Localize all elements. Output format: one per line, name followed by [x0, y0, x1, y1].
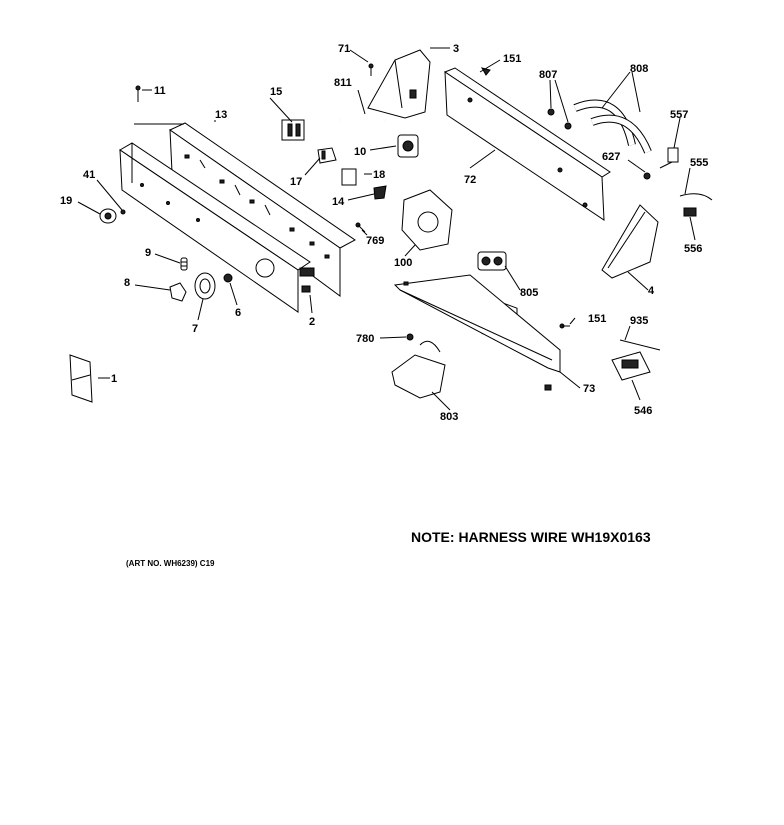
callout-811: 811: [334, 77, 352, 89]
callout-4: 4: [648, 285, 655, 297]
part-151-screw-upper: [480, 67, 491, 76]
part-17-bracket: [317, 147, 337, 164]
part-14-clip: [373, 185, 387, 200]
callout-8: 8: [124, 277, 130, 289]
part-3-bracket: [367, 49, 431, 119]
part-71-screw: [368, 63, 374, 76]
callout-808: 808: [630, 63, 648, 75]
part-7-dial: [194, 272, 216, 300]
part-546-harness: [611, 351, 651, 381]
callout-780: 780: [356, 333, 374, 345]
leader-lines: [77, 47, 696, 411]
part-151-screw-lower: [559, 323, 570, 329]
part-1-literature: [69, 354, 93, 403]
callout-17: 17: [290, 176, 302, 188]
callout-3: 3: [453, 43, 459, 55]
callout-555: 555: [690, 157, 708, 169]
callout-935: 935: [630, 315, 648, 327]
part-11-screw: [135, 85, 141, 102]
part-4-end-cap: [601, 204, 659, 279]
callout-13: 13: [215, 109, 227, 121]
part-803-cover: [391, 340, 446, 399]
callout-6: 6: [235, 307, 241, 319]
callout-769: 769: [366, 235, 384, 247]
part-10-pressure-switch: [397, 134, 419, 158]
part-780-screw: [406, 333, 414, 341]
callout-72: 72: [464, 174, 476, 186]
part-808-hoses: [573, 99, 652, 154]
part-15-switch: [281, 119, 305, 141]
callout-803: 803: [440, 411, 458, 423]
callout-73: 73: [583, 383, 595, 395]
part-9-spring: [180, 257, 188, 271]
callout-41: 41: [83, 169, 95, 181]
callout-19: 19: [60, 195, 72, 207]
callout-557: 557: [670, 109, 688, 121]
part-41-clip: [120, 209, 126, 215]
part-556-plug: [683, 207, 697, 217]
callout-546: 546: [634, 405, 652, 417]
part-807-washers: [547, 108, 572, 130]
callout-100: 100: [394, 257, 412, 269]
callout-15: 15: [270, 86, 282, 98]
callout-labels: 11 13 15 17 41 19 9 8 7 6 2 1 71 811 3 1…: [60, 43, 708, 423]
part-555-wire: [679, 193, 713, 201]
part-805-water-valve: [477, 251, 507, 271]
callout-151-lower: 151: [588, 313, 606, 325]
callout-7: 7: [192, 323, 198, 335]
part-19-knob: [99, 208, 117, 224]
callout-556: 556: [684, 243, 702, 255]
part-811-hose: [339, 114, 386, 122]
callout-1: 1: [111, 373, 117, 385]
callout-807: 807: [539, 69, 557, 81]
callout-10: 10: [354, 146, 366, 158]
part-6-washer: [223, 273, 233, 283]
part-8-knob: [169, 282, 187, 302]
callout-805: 805: [520, 287, 538, 299]
callout-627: 627: [602, 151, 620, 163]
part-18-relay: [341, 168, 357, 186]
harness-wire-note: NOTE: HARNESS WIRE WH19X0163: [411, 529, 651, 545]
part-769-screw: [355, 222, 366, 233]
callout-11: 11: [154, 85, 166, 97]
part-2-control-panel: [119, 142, 315, 313]
art-number: (ART NO. WH6239) C19: [126, 559, 215, 568]
part-935-wire: [619, 339, 661, 351]
callout-2: 2: [309, 316, 315, 328]
callout-9: 9: [145, 247, 151, 259]
part-627-gasket: [643, 172, 651, 180]
callout-14: 14: [332, 196, 345, 208]
callout-151-upper: 151: [503, 53, 521, 65]
part-100-timer: [401, 189, 453, 251]
callout-71: 71: [338, 43, 350, 55]
part-557-connector: [659, 147, 679, 169]
callout-18: 18: [373, 169, 385, 181]
